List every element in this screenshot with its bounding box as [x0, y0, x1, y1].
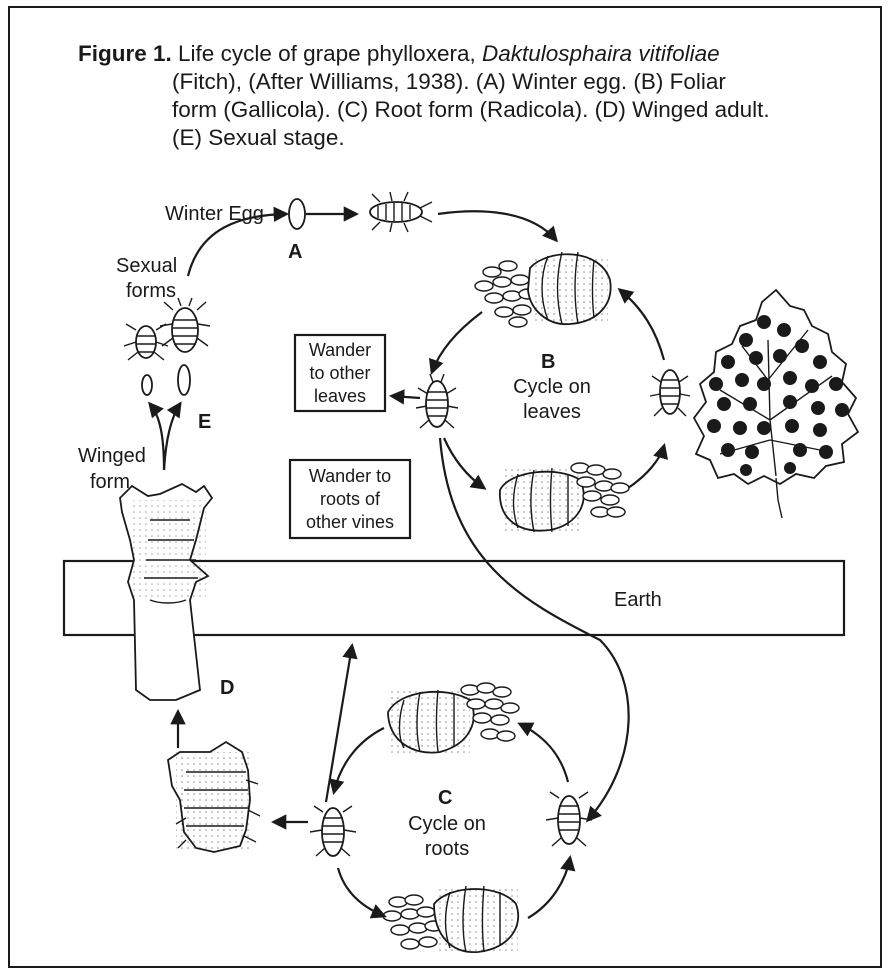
label-cycle-leaves-2: leaves: [523, 401, 581, 423]
arrow-to-wander-leaves: [392, 396, 420, 398]
arrow-leaf-cycle-3: [628, 446, 664, 488]
label-wander-leaves-3: leaves: [314, 386, 366, 406]
label-form: form: [90, 471, 130, 493]
label-forms: forms: [126, 280, 176, 302]
sexual-male-icon: [124, 324, 168, 360]
label-wander-roots-3: other vines: [306, 512, 394, 532]
arrow-e-right: [164, 404, 180, 470]
arrow-root-cycle-4: [520, 724, 568, 782]
arrow-root-cycle-3: [528, 858, 570, 918]
root-nymph-left-icon: [310, 806, 356, 856]
label-e: E: [198, 411, 211, 433]
winged-nymph-icon: [168, 742, 260, 852]
winged-adult-icon: [120, 484, 212, 700]
leaf-nymph-left-icon: [416, 374, 458, 428]
label-cycle-roots-2: roots: [425, 838, 469, 860]
arrow-leaf-cycle-1: [432, 312, 482, 372]
label-earth: Earth: [614, 589, 662, 611]
label-wander-leaves-2: to other: [309, 363, 370, 383]
sexual-female-icon: [160, 298, 210, 352]
sexual-egg-left: [142, 375, 152, 395]
label-cycle-roots-1: Cycle on: [408, 813, 486, 835]
label-winter-egg: Winter Egg: [165, 203, 264, 225]
arrow-root-cycle-1: [334, 728, 384, 792]
label-c: C: [438, 787, 452, 809]
label-wander-roots-1: Wander to: [309, 466, 391, 486]
label-wander-leaves-1: Wander: [309, 340, 371, 360]
sexual-egg-right: [178, 365, 190, 395]
label-d: D: [220, 677, 234, 699]
label-wander-roots-2: roots of: [320, 489, 381, 509]
arrow-leaf-cycle-4: [620, 290, 664, 360]
label-a: A: [288, 241, 302, 263]
root-female-top-icon: [388, 683, 519, 754]
gall-female-bottom-icon: [500, 463, 629, 532]
arrow-e-left: [150, 404, 164, 470]
label-sexual: Sexual: [116, 255, 177, 277]
arrow-leaf-cycle-2: [444, 438, 484, 488]
arrow-root-cycle-2: [338, 868, 384, 916]
leaf-nymph-right-icon: [650, 370, 690, 416]
gall-female-top-icon: [475, 252, 611, 327]
grape-leaf-icon: [694, 290, 858, 518]
label-winged: Winged: [78, 445, 146, 467]
root-nymph-right-icon: [546, 792, 592, 846]
winter-egg: [289, 199, 305, 229]
root-female-bottom-icon: [383, 886, 518, 952]
label-b: B: [541, 351, 555, 373]
arrow-nymph-to-gall: [438, 211, 556, 240]
crawler-nymph-icon: [370, 192, 432, 232]
label-cycle-leaves-1: Cycle on: [513, 376, 591, 398]
